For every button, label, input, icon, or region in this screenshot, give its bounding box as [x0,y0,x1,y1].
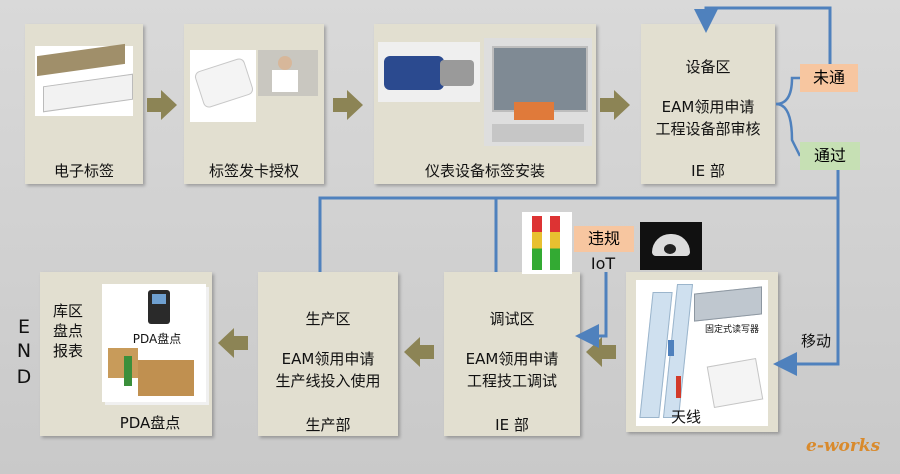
report-line2: 盘点 [52,322,83,340]
flow-arrow-icon [218,328,248,358]
area-footer: 生产部 [305,416,351,434]
area-title: 调试区 [489,310,535,328]
area-footer: PDA盘点 [119,414,181,432]
fail-badge: 未通 [800,64,858,92]
step-equipment-area: 设备区 EAM领用申请 工程设备部审核 IE 部 [641,24,775,184]
flow-arrow-icon [600,90,630,120]
signal-light-icon [522,212,572,274]
area-line1: EAM领用申请 [465,350,559,368]
machine-photo [484,38,592,146]
iot-label: IoT [590,254,616,273]
antenna-label: 天线 [670,408,701,426]
step-pda-inventory: 库区 盘点 报表 PDA盘点 PDA盘点 [40,272,212,436]
step-debug-area: 调试区 EAM领用申请 工程技工调试 IE 部 [444,272,580,436]
move-label: 移动 [800,332,831,350]
watermark-logo: e-works [806,436,881,456]
pda-photo-label: PDA盘点 [132,332,182,346]
step-tag-installation: 仪表设备标签安装 [374,24,596,184]
area-line1: EAM领用申请 [281,350,375,368]
step-antenna-reader: 固定式读写器 天线 [626,272,778,432]
flow-arrow-icon [404,337,434,367]
flow-arrow-icon [147,90,177,120]
reader-label: 固定式读写器 [704,325,759,335]
area-line2: 工程设备部审核 [655,120,761,138]
card-photo [190,50,256,122]
worker-photo [258,50,318,96]
area-title: 生产区 [305,310,351,328]
area-line2: 工程技工调试 [466,372,557,390]
step-electronic-tag: 电子标签 [25,24,143,184]
pass-badge: 通过 [800,142,860,170]
flow-arrow-icon [333,90,363,120]
pda-photo [102,284,206,402]
area-footer: IE 部 [495,416,529,434]
step-label: 仪表设备标签安装 [424,162,545,180]
flow-arrow-icon [586,337,616,367]
step-card-authorization: 标签发卡授权 [184,24,324,184]
step-production-area: 生产区 EAM领用申请 生产线投入使用 生产部 [258,272,398,436]
end-letter: D [16,366,32,388]
step-label: 电子标签 [53,162,114,180]
report-line1: 库区 [52,302,83,320]
antenna-photo [636,280,768,426]
device-photo [378,42,480,102]
step-label: 标签发卡授权 [208,162,299,180]
area-line1: EAM领用申请 [661,98,755,116]
end-letter: N [16,340,32,362]
camera-icon [640,222,702,270]
tag-photo [35,43,133,116]
report-line3: 报表 [52,342,83,360]
area-footer: IE 部 [691,162,725,180]
violation-badge: 违规 [574,226,634,252]
end-letter: E [17,316,30,338]
area-line2: 生产线投入使用 [275,372,381,390]
area-title: 设备区 [685,58,731,76]
